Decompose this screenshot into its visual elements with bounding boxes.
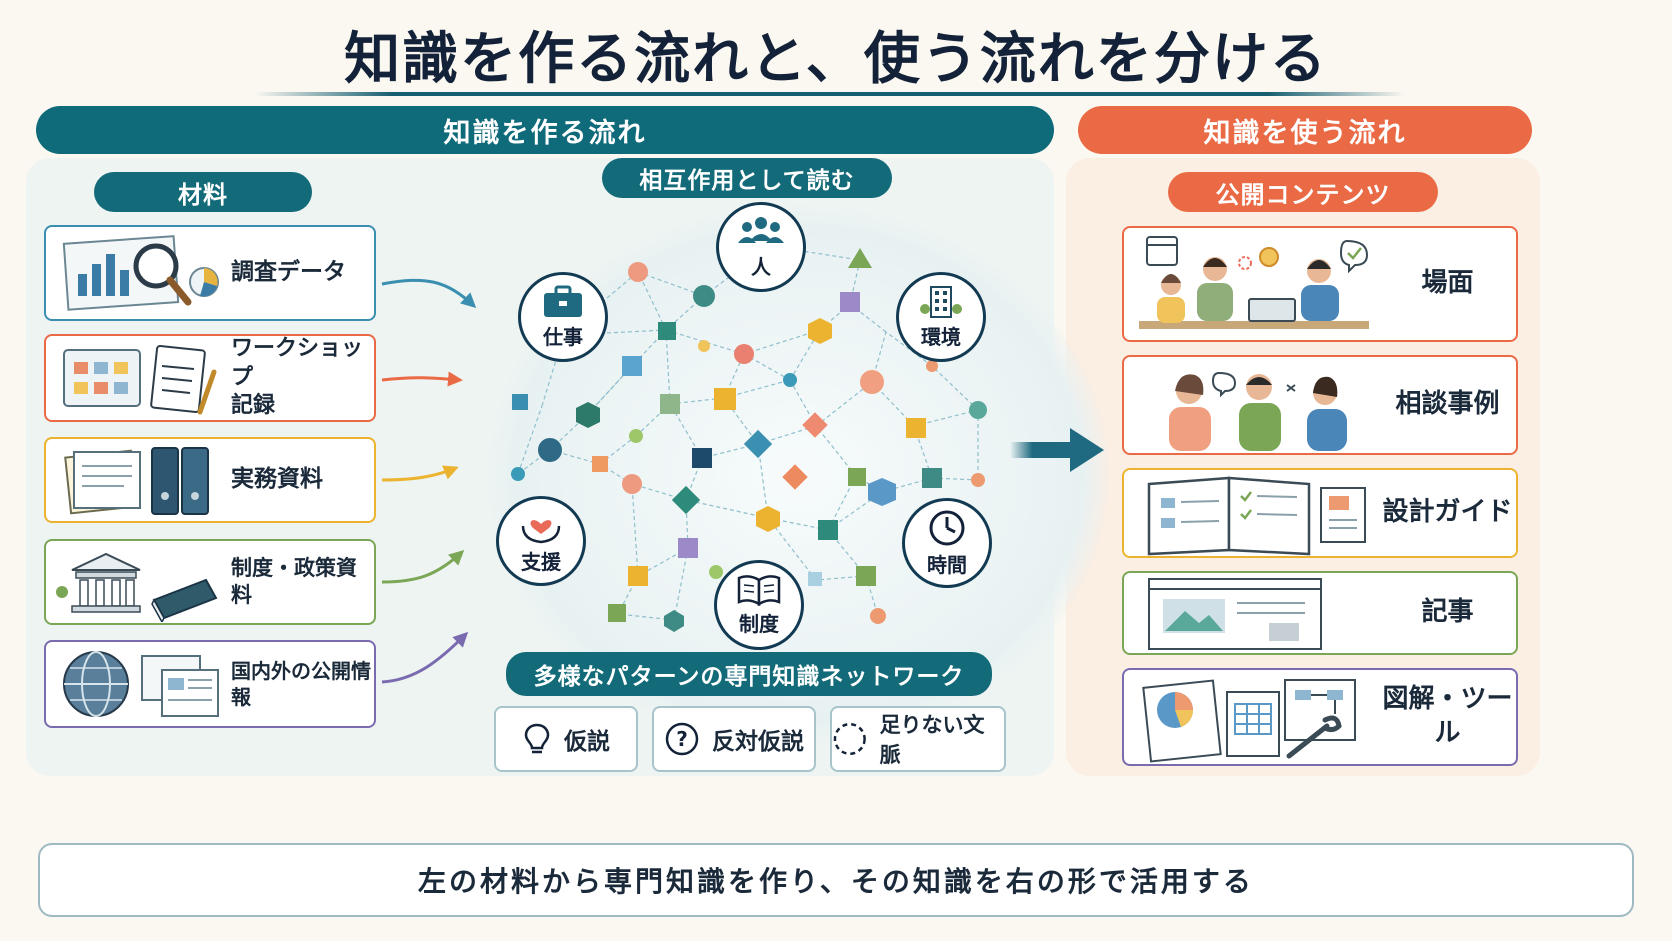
material-card-survey-data[interactable]: 調査データ: [44, 225, 376, 321]
material-label: 国内外の公開情報: [231, 659, 371, 709]
briefcase-icon: [544, 285, 582, 317]
globe-browser-icon: [46, 642, 231, 726]
buildings-icon: [920, 285, 962, 318]
guide-book-icon: [1124, 470, 1379, 556]
mode-hypothesis[interactable]: 仮説: [494, 706, 638, 772]
page-title: 知識を作る流れと、使う流れを分ける: [344, 27, 1328, 92]
node-time: 時間: [902, 498, 992, 588]
node-system: 制度: [714, 560, 804, 650]
content-card-article[interactable]: 記事: [1122, 571, 1518, 655]
mode-label: 反対仮説: [712, 729, 804, 755]
material-card-public-info[interactable]: 国内外の公開情報: [44, 640, 376, 728]
create-flow-banner: 知識を作る流れ: [36, 106, 1054, 154]
documents-binders-icon: [46, 439, 231, 521]
open-book-icon: [737, 574, 781, 606]
content-card-diagram-tools[interactable]: 図解・ツール: [1122, 668, 1518, 766]
content-label: 相談事例: [1395, 389, 1500, 420]
dashed-circle-icon: [833, 722, 866, 756]
material-label: ワークショップ 記録: [231, 336, 364, 419]
building-book-icon: [46, 541, 231, 623]
content-label: 記事: [1421, 597, 1474, 628]
title-underline: [255, 92, 1405, 96]
flow-arrow-icon: [1010, 428, 1104, 472]
heart-hands-icon: [521, 519, 561, 543]
use-flow-banner: 知識を使う流れ: [1078, 106, 1532, 154]
mode-missing-context[interactable]: 足りない文脈: [830, 706, 1006, 772]
lightbulb-icon: [524, 723, 550, 754]
mode-label: 足りない文脈: [879, 713, 985, 767]
node-environment: 環境: [896, 272, 986, 362]
board-notepad-icon: [46, 336, 231, 420]
content-label: 図解・ツール: [1382, 684, 1513, 748]
diagram-tools-icon: [1124, 670, 1379, 764]
svg-text:?: ?: [676, 727, 688, 751]
question-icon: ?: [665, 722, 699, 756]
network-caption: 多様なパターンの専門知識ネットワーク: [506, 652, 992, 696]
material-label: 実務資料: [231, 466, 323, 493]
node-work: 仕事: [518, 272, 608, 362]
content-label: 場面: [1421, 268, 1474, 299]
meeting-scene-icon: [1124, 228, 1379, 340]
content-card-scene[interactable]: 場面: [1122, 226, 1518, 342]
content-header: 公開コンテンツ: [1168, 172, 1438, 212]
clock-icon: [929, 510, 965, 545]
network-graph: [511, 245, 987, 632]
consultation-scene-icon: [1124, 357, 1379, 453]
material-card-policy-docs[interactable]: 制度・政策資料: [44, 539, 376, 625]
mode-label: 仮説: [564, 729, 610, 755]
content-card-consultation[interactable]: 相談事例: [1122, 355, 1518, 455]
material-label: 調査データ: [231, 259, 346, 286]
materials-header: 材料: [94, 172, 312, 212]
content-label: 設計ガイド: [1382, 497, 1513, 528]
chart-magnifier-icon: [46, 227, 231, 319]
material-card-practice-docs[interactable]: 実務資料: [44, 437, 376, 523]
mode-counter-hypothesis[interactable]: ? 反対仮説: [652, 706, 816, 772]
summary-text: 左の材料から専門知識を作り、その知識を右の形で活用する: [38, 843, 1634, 917]
material-arrows: [381, 278, 477, 684]
node-person: 人: [716, 202, 806, 292]
node-support: 支援: [496, 496, 586, 586]
network-header: 相互作用として読む: [602, 158, 892, 198]
material-card-workshop[interactable]: ワークショップ 記録: [44, 334, 376, 422]
content-card-design-guide[interactable]: 設計ガイド: [1122, 468, 1518, 558]
people-icon: [738, 216, 784, 243]
material-label: 制度・政策資料: [231, 555, 357, 607]
article-browser-icon: [1124, 573, 1379, 653]
